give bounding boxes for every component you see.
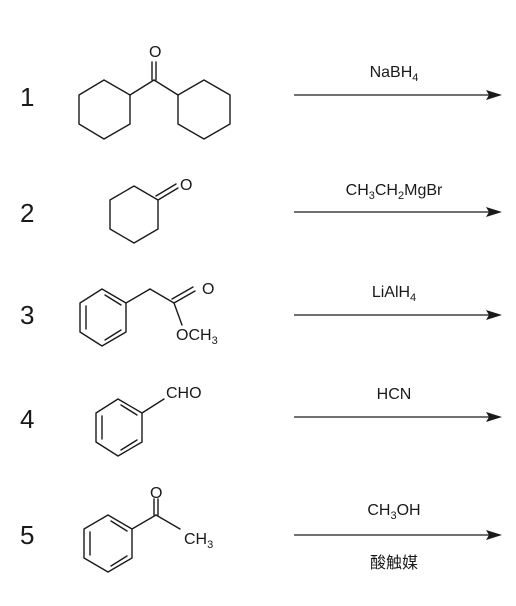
reagent-label-1: NaBH4 [369,64,419,84]
reaction-number-5: 5 [20,520,35,550]
benzaldehyde-structure [95,398,165,457]
reaction-arrow-3 [294,310,502,320]
methoxy-label: OCH3 [176,327,218,347]
reagent-label-5: CH3OH [367,502,421,522]
reaction-number-2: 2 [20,198,35,228]
reaction-number-1: 1 [20,82,35,112]
reaction-arrow-1 [294,90,502,100]
reaction-number-4: 4 [20,404,35,434]
carbonyl-oxygen-label: O [202,281,215,298]
reaction-arrow-4 [294,412,502,422]
aldehyde-group-label: CHO [166,385,202,402]
carbonyl-oxygen-label: O [150,485,163,502]
acetophenone-structure [83,498,181,573]
catalyst-label: 酸触媒 [369,553,418,572]
reaction-arrow-5 [294,530,502,540]
cyclohexanone-structure [109,183,179,244]
reaction-arrow-2 [294,207,502,217]
reagent-label-4: HCN [376,386,412,403]
reagent-label-2: CH3CH2MgBr [345,182,443,202]
reagent-label-3: LiAlH4 [371,284,417,304]
carbonyl-oxygen-label: O [149,44,162,61]
carbonyl-oxygen-label: O [180,177,193,194]
dicyclohexyl-ketone-structure [78,61,231,140]
methyl-label: CH3 [184,531,214,551]
methyl-phenylacetate-structure [79,286,196,347]
reaction-number-3: 3 [20,300,35,330]
